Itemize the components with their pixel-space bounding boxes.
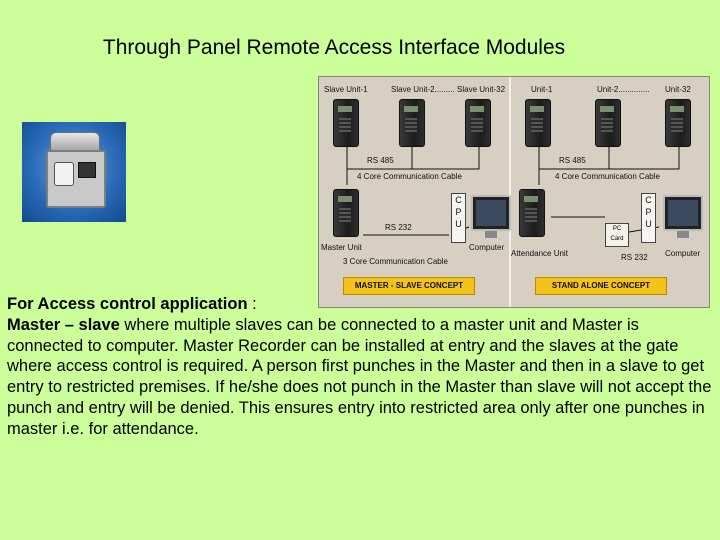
pc-card-line1: PC	[612, 226, 622, 232]
rs232-label: RS 232	[621, 253, 648, 262]
connection-diagram: Slave Unit-1 Slave Unit-2......... Slave…	[318, 76, 710, 308]
cpu-box: C P U	[641, 193, 656, 243]
master-unit-device	[333, 189, 359, 237]
stand-alone-banner: STAND ALONE CONCEPT	[535, 277, 667, 295]
unit-32-device	[665, 99, 691, 147]
slave-unit-32-label: Slave Unit-32	[457, 85, 506, 94]
diagram-wires	[346, 145, 680, 236]
computer-monitor-icon	[471, 195, 511, 238]
cpu-box: C P U	[451, 193, 466, 243]
data-port-icon	[78, 162, 96, 178]
slave-unit-1-label: Slave Unit-1	[324, 85, 368, 94]
slave-unit-2-label: Slave Unit-2.........	[391, 85, 455, 94]
cpu-letter: C	[645, 195, 652, 205]
cpu-letter: P	[455, 207, 462, 217]
slave-unit-32-device	[465, 99, 491, 147]
remote-access-module-photo	[22, 122, 126, 222]
unit-2-label: Unit-2..............	[597, 85, 650, 94]
slave-unit-1-device	[333, 99, 359, 147]
attendance-unit-device	[519, 189, 545, 237]
heading-line: For Access control application :	[7, 294, 713, 315]
unit-2-device	[595, 99, 621, 147]
unit-1-label: Unit-1	[531, 85, 553, 94]
computer-monitor-icon	[663, 195, 703, 238]
four-core-cable-label: 4 Core Communication Cable	[555, 172, 660, 181]
power-outlet-icon	[54, 162, 74, 186]
four-core-cable-label: 4 Core Communication Cable	[357, 172, 462, 181]
computer-label: Computer	[665, 249, 701, 258]
cpu-letter: C	[455, 195, 462, 205]
paragraph: Master – slave where multiple slaves can…	[7, 315, 713, 440]
diagram-divider	[509, 77, 511, 307]
cpu-letter: P	[645, 207, 652, 217]
pc-card-box: PC Card	[605, 223, 629, 247]
computer-label: Computer	[469, 243, 505, 252]
slide-title: Through Panel Remote Access Interface Mo…	[102, 36, 566, 59]
paragraph-text: where multiple slaves can be connected t…	[7, 315, 712, 438]
description-text: For Access control application : Master …	[7, 294, 713, 440]
slave-unit-2-device	[399, 99, 425, 147]
subheading-bold: Master – slave	[7, 315, 120, 334]
rs485-label: RS 485	[559, 156, 586, 165]
cpu-letter: U	[645, 219, 652, 229]
master-slave-banner: MASTER - SLAVE CONCEPT	[343, 277, 475, 295]
cpu-letter: U	[455, 219, 462, 229]
rs485-label: RS 485	[367, 156, 394, 165]
heading-rest: :	[247, 295, 257, 313]
three-core-cable-label: 3 Core Communication Cable	[343, 257, 448, 266]
unit-32-label: Unit-32	[665, 85, 691, 94]
attendance-unit-label: Attendance Unit	[511, 249, 568, 258]
unit-1-device	[525, 99, 551, 147]
heading-bold: For Access control application	[7, 295, 248, 313]
rs232-label: RS 232	[385, 223, 412, 232]
master-unit-label: Master Unit	[321, 243, 362, 252]
pc-card-line2: Card	[610, 236, 624, 242]
